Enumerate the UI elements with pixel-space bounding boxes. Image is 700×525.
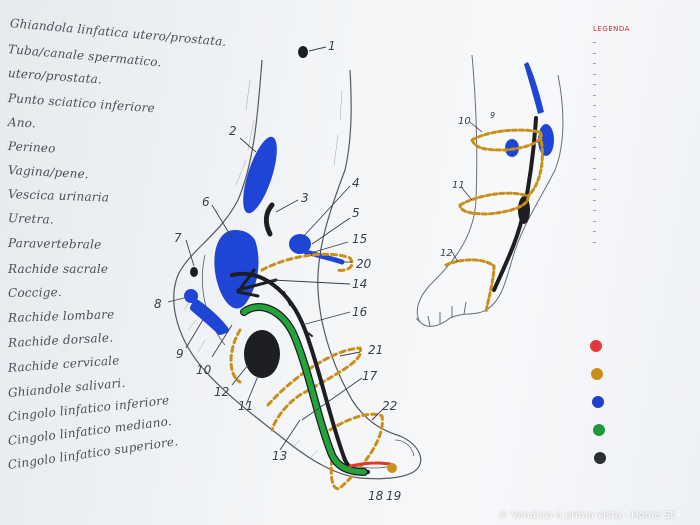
zone-9-perineo xyxy=(190,299,229,335)
label-1: 1 xyxy=(328,39,336,53)
key-bullet xyxy=(593,189,596,190)
label-5: 5 xyxy=(352,206,360,220)
label-21: 21 xyxy=(368,343,383,357)
label-11: 11 xyxy=(238,399,253,413)
label-9: 9 xyxy=(176,347,184,361)
label-10: 10 xyxy=(196,363,212,377)
label-3: 3 xyxy=(301,191,309,205)
watermark: © Venduta a prima vista - Home St xyxy=(498,510,675,521)
zone-6-uretra xyxy=(214,230,259,309)
key-bullet xyxy=(593,168,596,169)
key-bullet xyxy=(593,199,596,201)
color-swatch xyxy=(591,368,603,380)
leader-lines xyxy=(167,46,383,451)
label-22: 22 xyxy=(382,399,397,413)
label-17: 17 xyxy=(362,369,378,383)
label-13: 13 xyxy=(272,449,287,463)
zone-1-dot xyxy=(298,46,308,58)
key-bullet xyxy=(593,147,596,148)
swatch-row xyxy=(593,424,693,438)
foot-shading xyxy=(183,79,343,469)
label-8: 8 xyxy=(154,297,162,311)
label-7: 7 xyxy=(174,231,182,245)
label-6: 6 xyxy=(202,195,210,209)
zone-5-vescica xyxy=(289,234,311,254)
swatch-row xyxy=(590,340,690,354)
zone-11-coccige xyxy=(244,330,280,378)
right-label-9: 9 xyxy=(490,111,495,120)
key-bullet xyxy=(593,115,596,117)
key-bullet xyxy=(593,178,596,180)
swatch-row xyxy=(591,368,691,382)
key-bullet xyxy=(593,63,596,64)
label-19: 19 xyxy=(386,489,401,503)
right-label-12: 12 xyxy=(440,248,453,259)
label-2: 2 xyxy=(229,124,237,138)
key-bullet xyxy=(593,42,596,43)
key-bullet xyxy=(593,84,596,85)
label-16: 16 xyxy=(352,305,368,319)
zone-2-tuba xyxy=(243,136,277,214)
color-swatch xyxy=(590,340,602,352)
key-bullet xyxy=(593,73,596,75)
right-label-10: 10 xyxy=(458,116,471,127)
zone-7-dot xyxy=(190,267,198,277)
key-bullet xyxy=(593,220,596,222)
color-swatch xyxy=(593,424,605,436)
key-bullet xyxy=(593,136,596,138)
zone-3-ano xyxy=(263,202,275,237)
zone-19-dot xyxy=(387,463,397,473)
key-bullet xyxy=(593,241,596,243)
legend-line: Rachide sacrale xyxy=(8,262,109,276)
color-swatch xyxy=(592,396,604,408)
label-12: 12 xyxy=(214,385,229,399)
key-bullet xyxy=(593,126,596,127)
label-4: 4 xyxy=(352,176,360,190)
green-spine-fill xyxy=(241,304,367,475)
label-20: 20 xyxy=(356,257,372,271)
blue-zones xyxy=(184,136,345,335)
zone-numbers: 1 2 3 4 5 6 7 8 9 10 11 12 13 14 15 16 1… xyxy=(154,39,401,503)
key-bullet xyxy=(593,231,596,232)
right-label-11: 11 xyxy=(452,180,465,191)
red-spine xyxy=(348,461,392,468)
dorsal-foot-diagram: 10 9 11 12 xyxy=(415,54,564,327)
label-18: 18 xyxy=(368,489,384,503)
medial-foot-outline xyxy=(173,59,422,480)
key-title: LEGENDA xyxy=(593,25,630,33)
spine-lines xyxy=(230,268,397,476)
key-bullet xyxy=(593,94,596,96)
key-bullet xyxy=(593,210,596,211)
label-15: 15 xyxy=(352,232,367,246)
zone-15-arc xyxy=(303,249,345,265)
swatch-row xyxy=(592,396,692,410)
key-bullet xyxy=(593,105,596,106)
key-bullet xyxy=(593,157,596,159)
black-zones xyxy=(190,46,308,378)
label-14: 14 xyxy=(352,277,367,291)
key-bullet xyxy=(593,52,596,54)
swatch-row xyxy=(594,452,694,466)
color-swatch xyxy=(594,452,606,464)
